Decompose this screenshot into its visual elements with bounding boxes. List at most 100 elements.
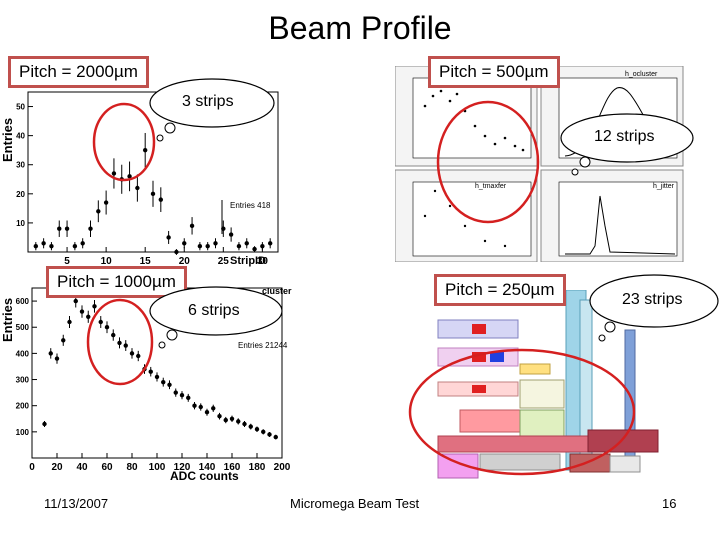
plot3-entries: Entries 21244 <box>238 341 288 350</box>
data-point <box>135 185 140 191</box>
slide-title: Beam Profile <box>268 10 452 46</box>
data-point <box>111 171 117 176</box>
x-tick-label: 80 <box>126 462 138 473</box>
x-tick-label: 140 <box>199 462 216 473</box>
cloud-12-strips <box>560 113 694 176</box>
panel-h-ocluster: h_ocluster <box>625 71 658 78</box>
x-tick-label: 30 <box>257 256 269 267</box>
cloud-6-strips <box>149 286 283 349</box>
x-tick-label: 0 <box>29 462 35 473</box>
data-point <box>211 406 216 411</box>
data-point <box>148 369 153 374</box>
highlight-ellipse-2000 <box>92 102 156 182</box>
x-tick-label: 200 <box>274 462 291 473</box>
data-point <box>103 200 109 205</box>
data-point <box>254 427 260 432</box>
y-tick-label: 20 <box>16 190 25 199</box>
data-point <box>161 379 166 385</box>
y-tick-label: 10 <box>16 219 25 228</box>
data-point <box>123 343 128 348</box>
data-point <box>92 304 97 309</box>
plot3-ylabel: Entries <box>0 298 15 342</box>
data-point <box>173 390 178 395</box>
y-tick-label: 500 <box>16 323 30 332</box>
data-point <box>166 235 171 240</box>
x-tick-label: 120 <box>174 462 191 473</box>
data-point <box>127 174 132 179</box>
data-point <box>142 147 148 153</box>
data-point <box>192 403 197 408</box>
data-point <box>221 226 226 231</box>
data-point <box>167 382 172 387</box>
data-point <box>158 197 164 202</box>
data-point <box>104 325 110 330</box>
data-point <box>154 374 160 380</box>
x-tick-label: 5 <box>64 256 70 267</box>
data-point <box>242 421 247 427</box>
detector-diagram <box>430 290 659 482</box>
x-tick-label: 40 <box>76 462 88 473</box>
cloud-text-6-strips: 6 strips <box>188 302 240 319</box>
data-point <box>174 249 179 255</box>
cloud-text-12-strips: 12 strips <box>594 128 655 145</box>
data-point <box>248 424 253 429</box>
data-point <box>41 241 46 246</box>
cloud-text-23-strips: 23 strips <box>622 291 683 308</box>
data-point <box>96 209 101 214</box>
data-point <box>80 241 85 246</box>
data-point <box>111 332 116 338</box>
plot1-entries: Entries 418 <box>230 201 271 210</box>
y-tick-label: 600 <box>16 297 30 306</box>
data-point <box>267 432 272 437</box>
data-point <box>33 243 39 249</box>
data-point <box>49 243 54 249</box>
x-tick-label: 180 <box>249 462 266 473</box>
data-point <box>204 410 210 415</box>
cloud-23-strips <box>589 274 719 342</box>
data-point <box>42 421 47 427</box>
x-tick-label: 160 <box>224 462 241 473</box>
plot1-xlabel: StripID <box>230 255 266 267</box>
panel-h-jitter: h_jitter <box>653 183 675 190</box>
data-point <box>189 223 195 229</box>
x-tick-label: 20 <box>51 462 63 473</box>
data-point <box>54 356 60 361</box>
footer-title: Micromega Beam Test <box>290 496 420 511</box>
y-tick-label: 300 <box>16 376 30 385</box>
y-tick-label: 400 <box>16 349 30 358</box>
data-point <box>86 314 91 319</box>
data-point <box>261 429 266 435</box>
label-pitch-1000: Pitch = 1000µm <box>46 266 187 298</box>
x-tick-label: 60 <box>101 462 113 473</box>
data-point <box>223 417 228 423</box>
data-point <box>57 226 62 231</box>
data-point <box>48 351 53 356</box>
label-pitch-2000: Pitch = 2000µm <box>8 56 149 88</box>
data-point <box>197 243 203 249</box>
data-point <box>236 243 242 249</box>
footer-date: 11/13/2007 <box>44 496 109 511</box>
data-point <box>136 353 141 359</box>
data-point <box>260 243 265 249</box>
label-pitch-500: Pitch = 500µm <box>428 56 560 88</box>
x-tick-label: 20 <box>179 256 191 267</box>
data-point <box>244 241 249 246</box>
data-point <box>64 226 70 231</box>
y-tick-label: 50 <box>16 103 25 112</box>
panel-h-tmaxfer: h_tmaxfer <box>475 183 507 190</box>
data-point <box>228 232 234 237</box>
data-point <box>186 395 191 401</box>
data-point <box>267 241 273 246</box>
plot3-cluster-label: cluster <box>262 286 292 296</box>
x-tick-label: 10 <box>101 256 113 267</box>
plot3-xlabel: ADC counts <box>170 469 239 482</box>
x-tick-label: 15 <box>140 256 152 267</box>
data-point <box>252 246 257 252</box>
footer-page-number: 16 <box>662 496 677 511</box>
x-tick-label: 25 <box>218 256 230 267</box>
data-point <box>88 226 93 231</box>
cloud-3-strips <box>149 78 275 142</box>
plot1-ylabel: Entries <box>0 118 15 162</box>
